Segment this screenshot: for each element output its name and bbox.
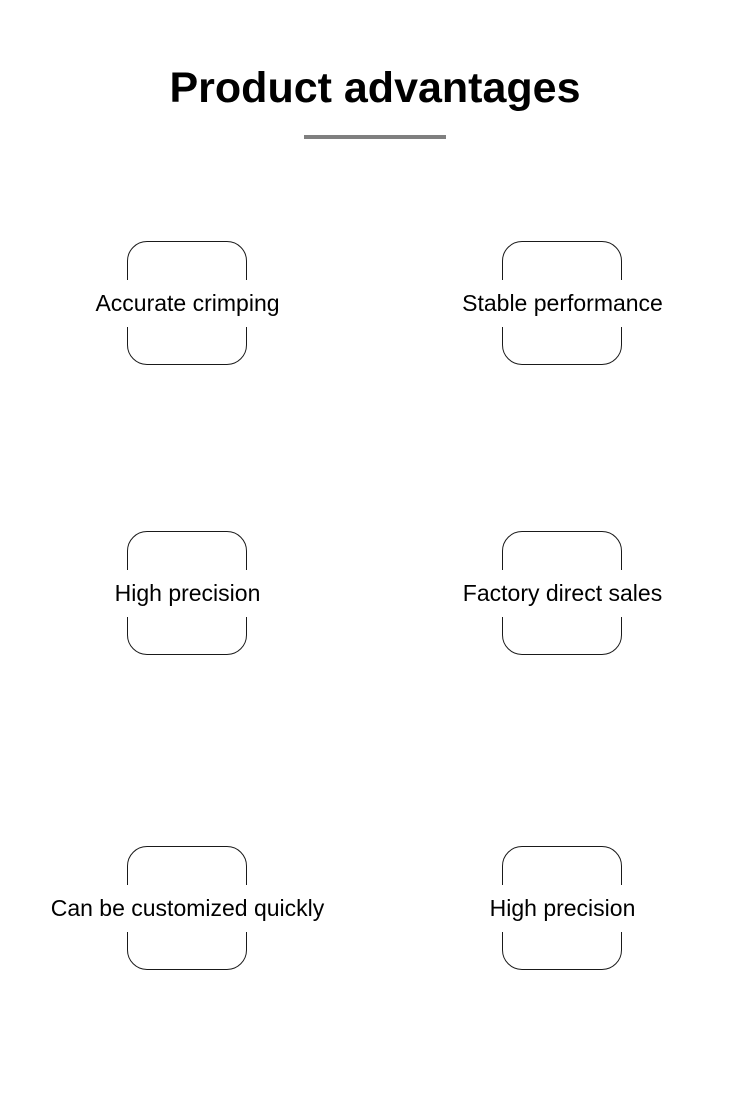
advantage-label: Can be customized quickly <box>0 885 375 932</box>
advantage-label: High precision <box>375 885 750 932</box>
page-title: Product advantages <box>169 64 581 112</box>
page-header: Product advantages <box>0 0 750 139</box>
advantage-item[interactable]: Can be customized quickly <box>0 846 375 972</box>
advantages-grid: Accurate crimping Stable performance Hig… <box>0 241 750 971</box>
advantage-item[interactable]: High precision <box>375 846 750 972</box>
advantage-item[interactable]: Factory direct sales <box>375 531 750 657</box>
advantage-label: Stable performance <box>375 280 750 327</box>
advantage-item[interactable]: Accurate crimping <box>0 241 375 367</box>
advantage-label: Factory direct sales <box>375 570 750 617</box>
advantage-item[interactable]: High precision <box>0 531 375 657</box>
advantage-label: Accurate crimping <box>0 280 375 327</box>
advantage-label: High precision <box>0 570 375 617</box>
advantage-item[interactable]: Stable performance <box>375 241 750 367</box>
title-divider <box>304 135 446 139</box>
